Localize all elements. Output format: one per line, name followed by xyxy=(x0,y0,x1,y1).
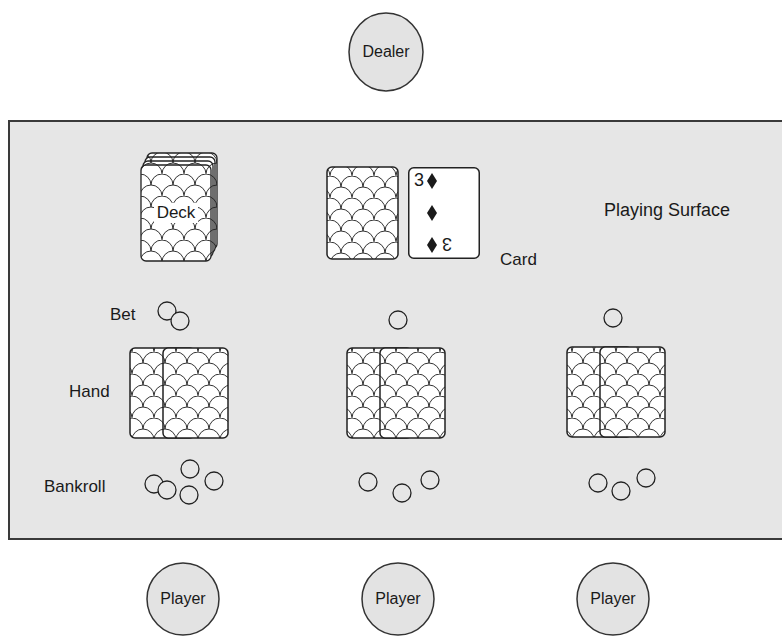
node-text: Player xyxy=(375,590,420,608)
player-circle: Player xyxy=(361,562,435,636)
face-down-card xyxy=(327,167,398,259)
bankroll-label: Bankroll xyxy=(44,477,105,497)
hand-label: Hand xyxy=(69,382,110,402)
card-rank: 3 xyxy=(442,233,452,254)
table-ground xyxy=(8,120,782,540)
dealer-circle: Dealer xyxy=(348,12,424,92)
bet-chips xyxy=(158,302,622,330)
player-circle: Player xyxy=(146,562,220,636)
card-label: Card xyxy=(500,250,537,270)
node-text: Player xyxy=(160,590,205,608)
card-rank: 3 xyxy=(414,170,424,191)
hand-cards xyxy=(130,347,665,438)
node-text: Player xyxy=(590,590,635,608)
node-text: Playing Surface xyxy=(604,200,730,221)
face-up-card: 33 xyxy=(408,167,480,259)
node-text: Deck xyxy=(154,203,199,223)
player-circle: Player xyxy=(576,562,650,636)
diamond-suit xyxy=(427,205,437,221)
diamond-suit xyxy=(427,237,437,253)
diamond-suit xyxy=(427,173,437,189)
bet-label: Bet xyxy=(110,305,136,325)
bankroll-chips xyxy=(145,460,655,504)
node-text: Dealer xyxy=(362,43,409,61)
card-deck: Deck xyxy=(140,152,220,262)
playing-surface: Deck33Playing Surface xyxy=(8,120,782,540)
